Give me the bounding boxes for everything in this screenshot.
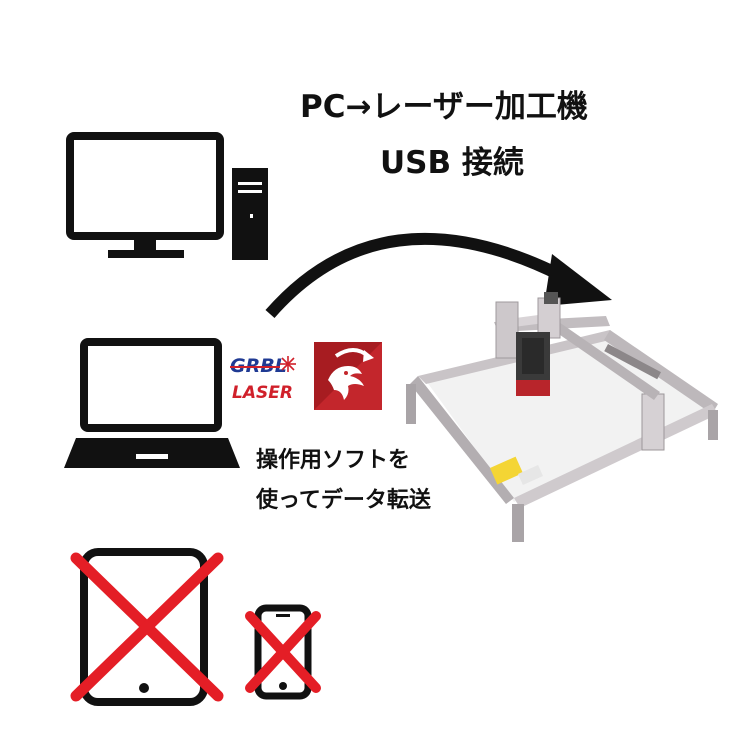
laser-engraver-image bbox=[396, 292, 726, 542]
heading-line-1: PC→レーザー加工機 bbox=[300, 89, 588, 125]
lightburn-logo bbox=[314, 342, 382, 410]
laptop-icon bbox=[62, 338, 242, 470]
smartphone-unsupported-cross-icon bbox=[244, 610, 322, 694]
grbl-logo-bottom-text: LASER bbox=[232, 383, 293, 403]
caption-line-1: 操作用ソフトを bbox=[256, 448, 411, 473]
grbl-laser-logo: GRBL LASER bbox=[228, 352, 298, 404]
tablet-unsupported-cross-icon bbox=[70, 552, 224, 702]
heading-line-2: USB 接続 bbox=[380, 145, 524, 181]
transfer-arrow-icon bbox=[262, 226, 616, 322]
tablet-icon bbox=[66, 548, 226, 708]
desktop-pc-icon bbox=[66, 132, 272, 264]
caption-line-2: 使ってデータ転送 bbox=[256, 488, 431, 513]
smartphone-icon bbox=[254, 604, 312, 700]
